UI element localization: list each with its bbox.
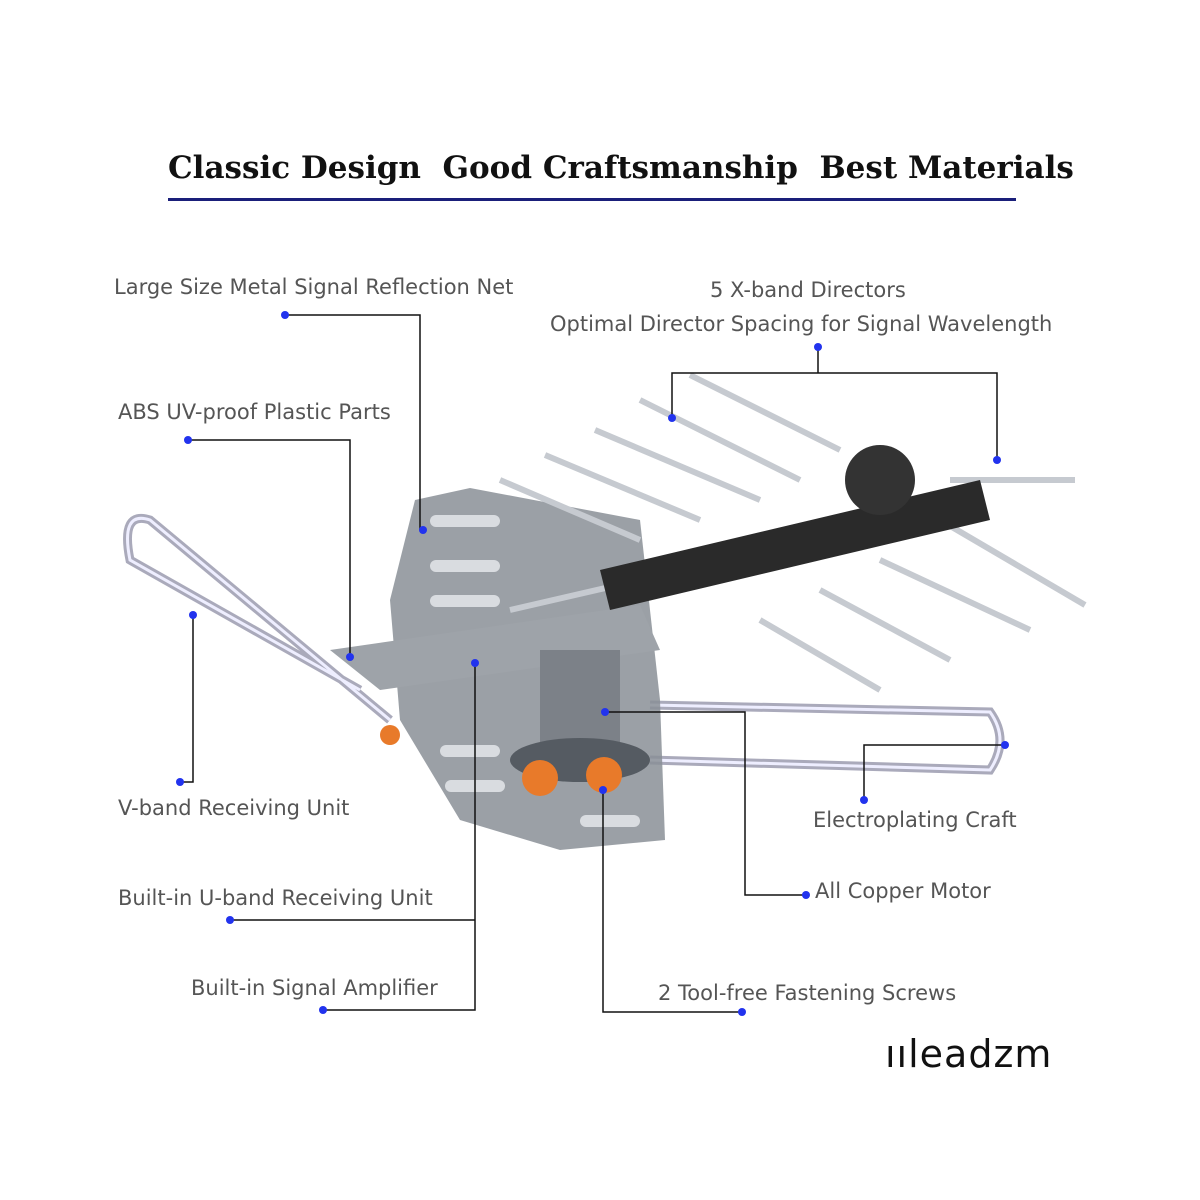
callout-dots: [176, 311, 1009, 1016]
fastening-screw: [586, 757, 622, 793]
title-underline: [168, 198, 1016, 201]
label-amplifier: Built-in Signal Amplifier: [191, 976, 438, 1000]
label-u-band: Built-in U-band Receiving Unit: [118, 886, 433, 910]
label-motor: All Copper Motor: [815, 879, 991, 903]
x-band-directors: [498, 372, 1087, 693]
label-director-spacing: Optimal Director Spacing for Signal Wave…: [550, 312, 1053, 336]
label-screws: 2 Tool-free Fastening Screws: [658, 981, 957, 1005]
label-abs-parts: ABS UV-proof Plastic Parts: [118, 400, 391, 424]
label-v-band: V-band Receiving Unit: [118, 796, 350, 820]
label-reflection-net: Large Size Metal Signal Reflection Net: [114, 275, 514, 299]
leader-lines: [180, 314, 1005, 1013]
label-electroplating: Electroplating Craft: [813, 808, 1017, 832]
abs-arm: [330, 605, 660, 690]
fastening-screw: [522, 760, 558, 796]
label-directors: 5 X-band Directors: [710, 278, 906, 302]
brand-logo: ıılеadzm: [885, 1032, 1053, 1076]
